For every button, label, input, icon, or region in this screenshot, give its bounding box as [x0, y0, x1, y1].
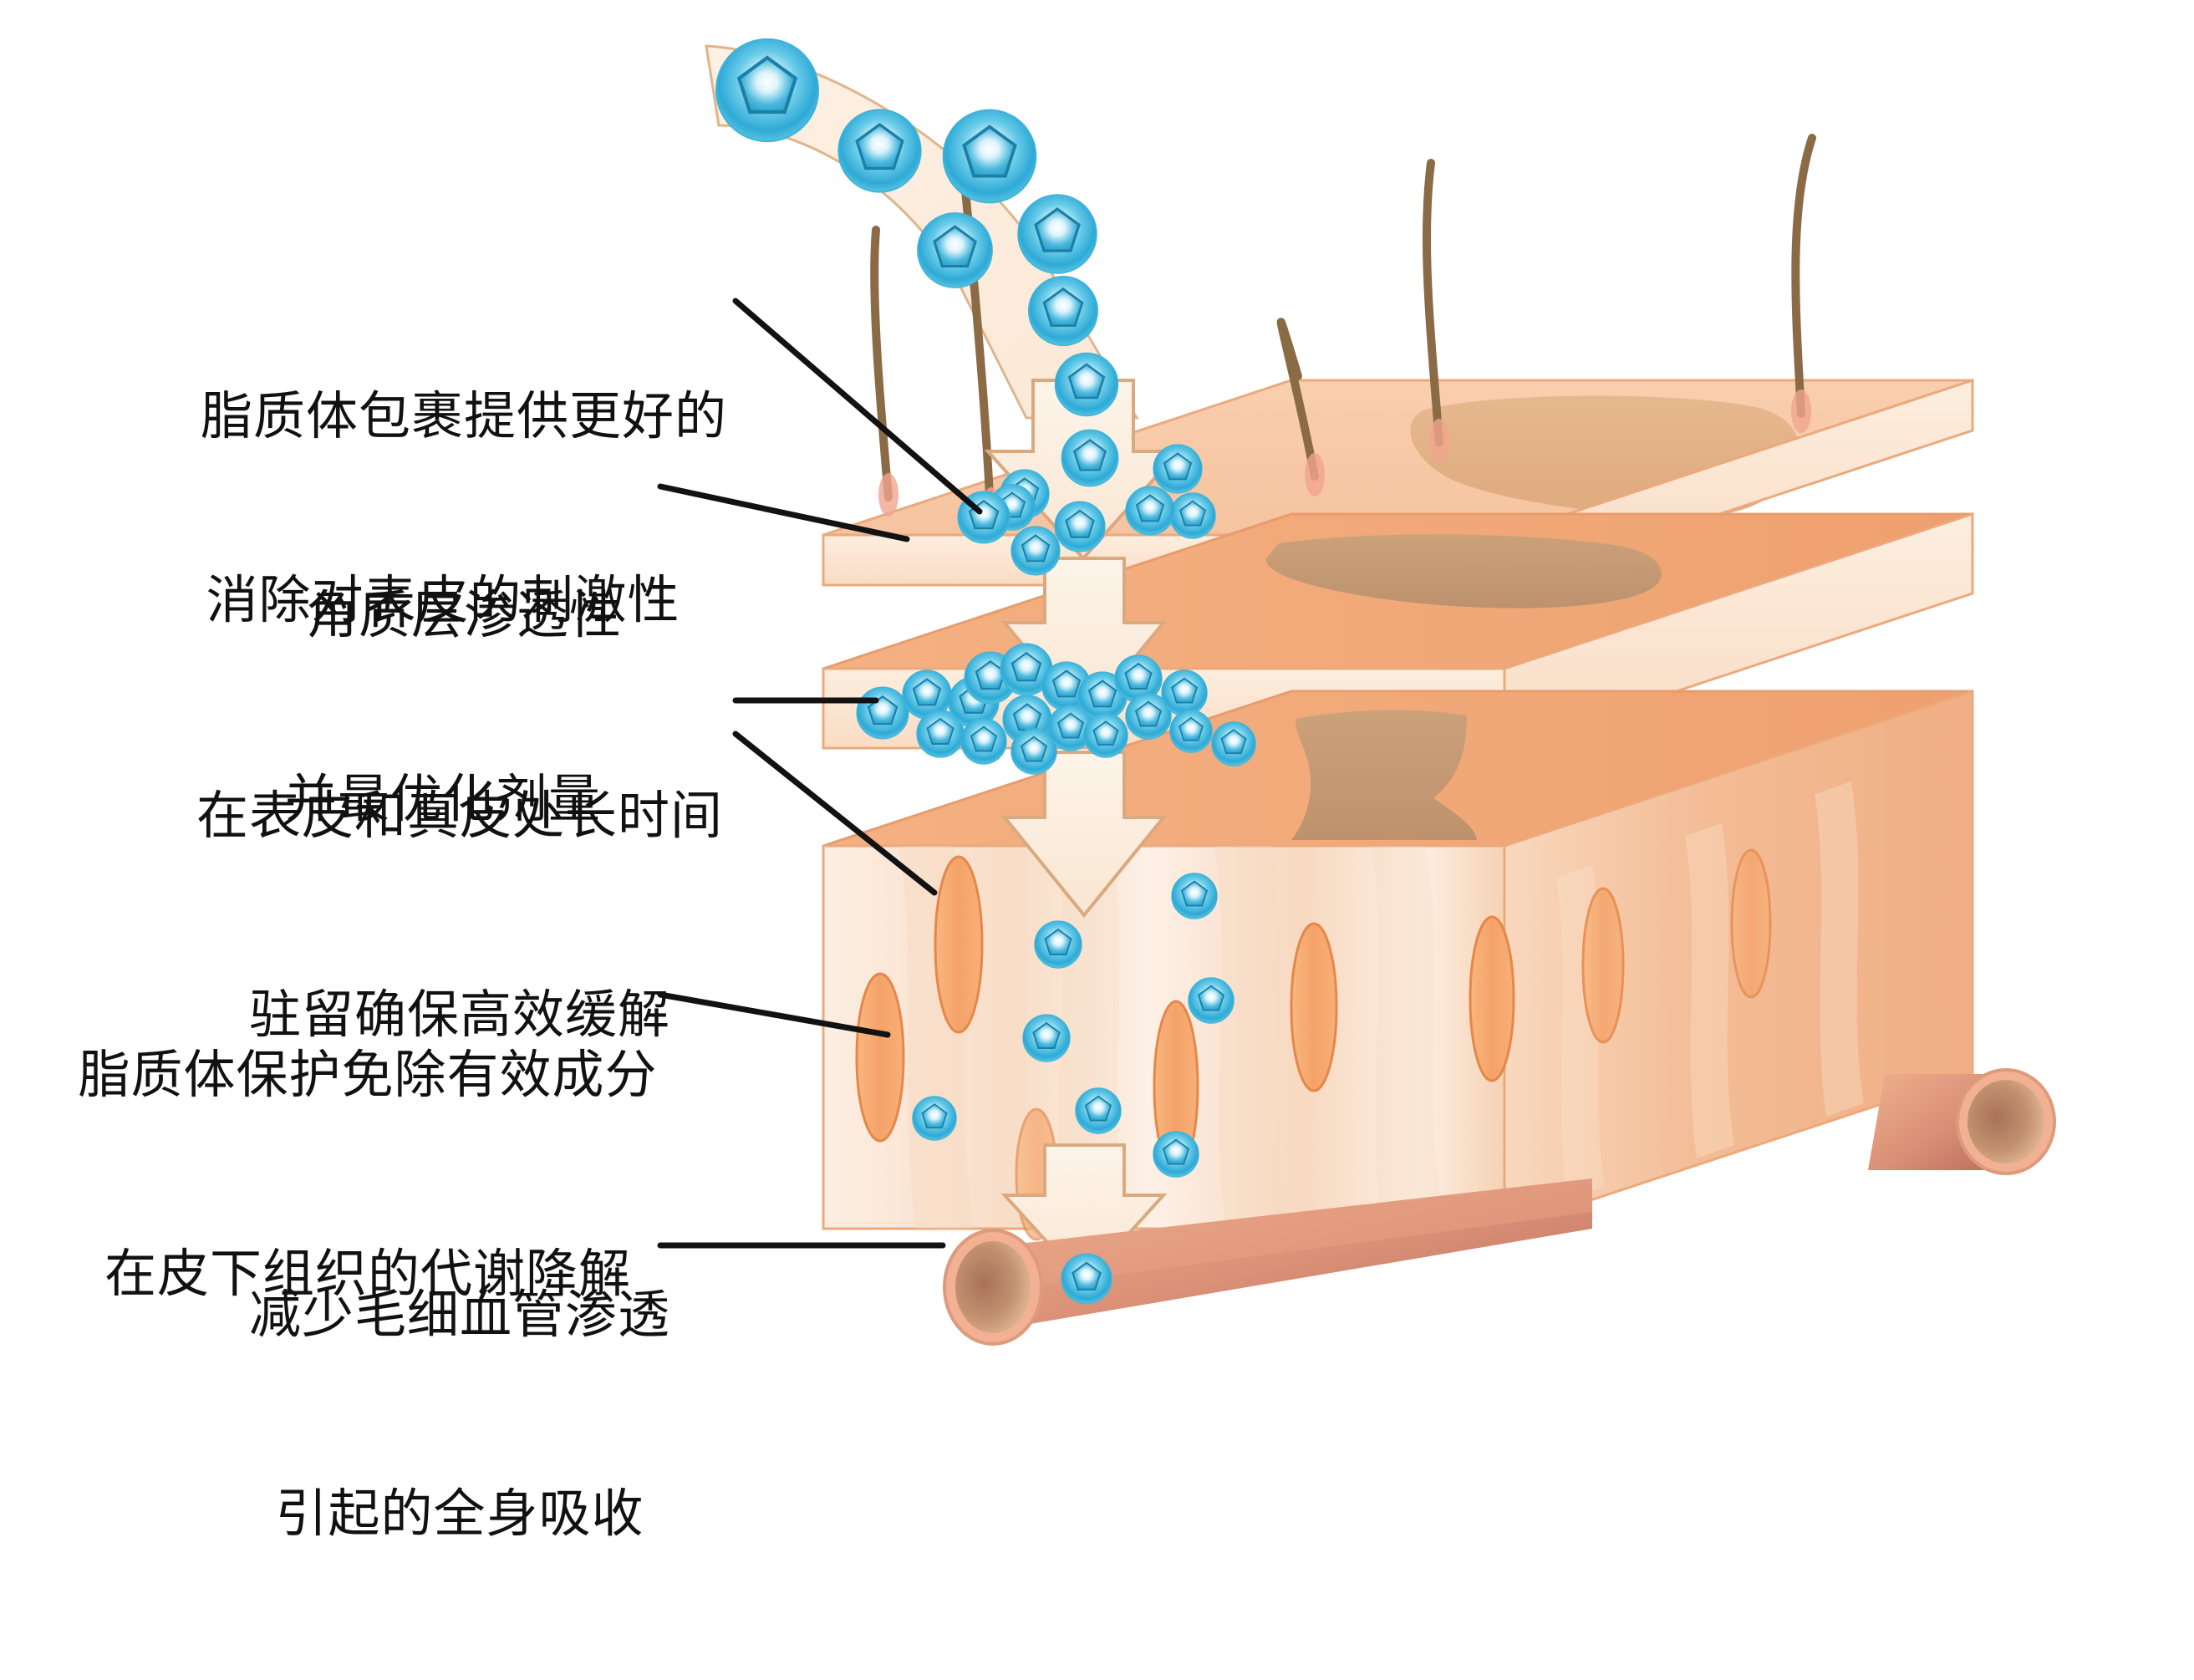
liposome-particle: [1168, 491, 1217, 540]
hair-follicle: [1276, 318, 1319, 481]
liposome-particle: [916, 211, 994, 289]
liposome-particle: [1160, 669, 1209, 717]
callout-line-1: 减少毛细血管渗透: [248, 1285, 670, 1344]
callout-line-2: 角质层渗透性: [305, 586, 622, 644]
skin-penetration-illustration: [657, 0, 2056, 1346]
callout-line-2: 并最优化剂量: [284, 770, 601, 828]
hair-follicle: [1791, 134, 1816, 418]
liposome-particle: [911, 1095, 958, 1142]
leader-line-callout-metabolic-protection: [657, 991, 891, 1038]
leader-line-callout-epidermis-irritation: [657, 483, 910, 542]
liposome-particle: [1082, 712, 1129, 759]
callout-line-1: 消除对表皮的刺激性: [206, 571, 680, 629]
liposome-particle: [855, 685, 910, 741]
liposome-particle: [1152, 1130, 1200, 1179]
hair-follicle: [870, 226, 893, 501]
fat-cell: [1730, 848, 1772, 999]
callout-stratum-corneum: 脂质体包裹提供更好的 角质层渗透性: [176, 251, 752, 781]
follicle-opening: [1305, 453, 1325, 496]
callout-line-2: 引起的全身吸收: [275, 1484, 644, 1543]
liposome-particle: [941, 108, 1038, 205]
capillary-vessel-bottom: [943, 1179, 1592, 1346]
liposome-particle: [1074, 1087, 1122, 1135]
callout-line-2: 在皮下组织的代谢降解: [104, 1245, 631, 1303]
liposome-particle: [1021, 1013, 1072, 1063]
liposome-stream-band: [705, 44, 1139, 420]
leader-line-callout-stratum-corneum: [732, 298, 983, 515]
liposome-particle: [1210, 720, 1257, 767]
liposome-particle: [1168, 709, 1214, 754]
liposome-particle: [837, 108, 923, 194]
callout-epidermis-irritation: 消除对表皮的刺激性 并最优化剂量: [155, 435, 731, 965]
leader-line-group: [657, 298, 983, 1249]
liposome-particle: [1053, 500, 1107, 553]
fat-cell: [1290, 922, 1338, 1092]
liposome-particle: [1061, 429, 1119, 487]
liposome-particle: [1054, 352, 1119, 417]
fat-cell: [934, 855, 984, 1034]
fat-cell: [855, 972, 905, 1143]
dermis-hypodermis-block: [822, 689, 1974, 1231]
liposome-particle: [716, 39, 818, 141]
liposome-particle: [1010, 525, 1061, 577]
follicle-opening: [1791, 389, 1811, 433]
follicle-opening: [1429, 419, 1449, 462]
callout-long-residence: 在表皮和真皮处长时间 驻留确保高效缓解: [167, 650, 752, 1181]
liposome-particle: [1033, 919, 1083, 970]
follicle-opening: [878, 473, 898, 517]
fat-cell: [1469, 915, 1515, 1082]
liposome-particle: [1027, 275, 1099, 347]
penetration-arrow: [1000, 751, 1168, 919]
liposome-particle: [960, 717, 1008, 766]
liposome-particle: [1152, 443, 1204, 495]
callout-metabolic-protection: 脂质体保护免除有效成分 在皮下组织的代谢降解: [59, 909, 677, 1440]
liposome-particle: [1060, 1252, 1113, 1306]
liposome-particle: [1124, 485, 1176, 537]
callout-line-1: 在表皮和真皮处长时间: [196, 787, 723, 845]
leader-dermis-upper: [732, 731, 938, 896]
diagram-canvas: 脂质体包裹提供更好的 角质层渗透性 消除对表皮的刺激性 并最优化剂量 在表皮和真…: [78, 0, 2056, 1543]
liposome-particle: [1170, 872, 1219, 920]
callout-line-2: 驻留确保高效缓解: [248, 985, 670, 1044]
fat-cell: [1581, 887, 1625, 1044]
capillary-vessel-right: [1868, 1068, 2056, 1175]
liposome-particle: [1016, 193, 1098, 275]
liposome-particle: [1187, 976, 1235, 1025]
callout-capillary-absorption: 减少毛细血管渗透 引起的全身吸收: [201, 1149, 719, 1680]
hair-follicle: [1422, 159, 1443, 447]
callout-line-1: 脂质体包裹提供更好的: [200, 387, 727, 445]
callout-line-1: 脂质体保护免除有效成分: [78, 1046, 658, 1104]
